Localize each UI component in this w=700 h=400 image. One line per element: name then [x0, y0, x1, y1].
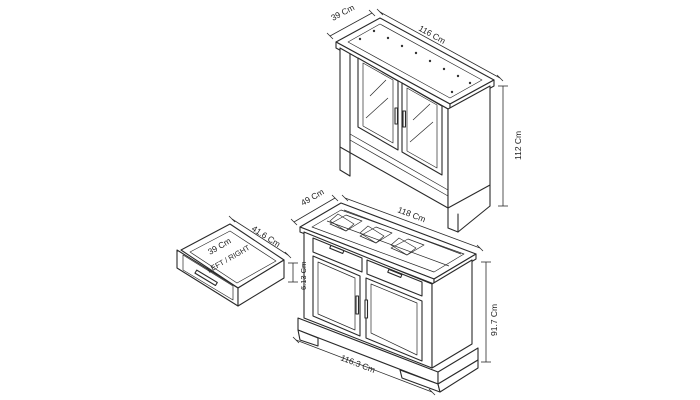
- base-depth-label: 49 Cm: [299, 187, 326, 208]
- hutch-left-handle: [394, 107, 399, 125]
- right-drawer-handle: [387, 268, 403, 279]
- base-width-label: 118 Cm: [396, 205, 427, 225]
- drawer-height-label: 6.13 Cm: [299, 262, 308, 290]
- sideboard-top-inlay: [311, 209, 465, 273]
- sideboard-unit: [297, 202, 479, 393]
- hutch-height-label: 112 Cm: [513, 131, 523, 160]
- hutch-right-handle: [402, 110, 407, 128]
- base-left-door-handle: [355, 295, 360, 315]
- hutch-dimensions: [326, 8, 508, 207]
- drawer-dimensions: [228, 215, 298, 283]
- hutch-unit: [335, 17, 495, 233]
- left-drawer-handle: [329, 244, 345, 255]
- drawer-handle: [194, 269, 218, 287]
- sideboard-dimensions: [290, 194, 491, 396]
- base-height-label: 91.7 Cm: [489, 304, 499, 336]
- hutch-depth-label: 39 Cm: [329, 2, 356, 23]
- drawer-unit: [176, 223, 285, 307]
- base-right-door-handle: [364, 299, 369, 319]
- hutch-top-trim: [358, 29, 472, 94]
